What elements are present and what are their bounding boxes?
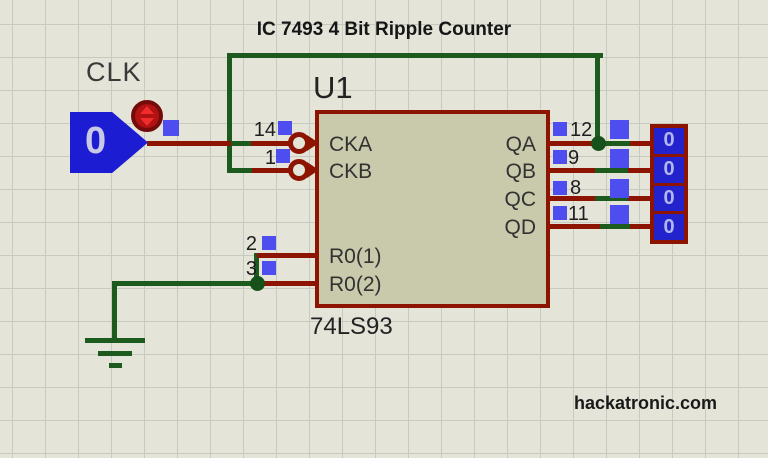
ic-u1[interactable]: CKA CKB QA QB QC QD R0(1) R0(2) [315,110,550,308]
wire-ckb-1[interactable] [230,168,252,173]
pin-number-11: 11 [568,203,589,225]
logic-probe-qb[interactable]: 0 [654,156,684,183]
wire-r02[interactable] [259,281,315,286]
wire-feedback-right-vertical[interactable] [595,53,600,145]
clock-pin-wedge-cka [307,135,319,151]
wire-qb-3[interactable] [628,168,652,173]
wire-qb-1[interactable] [550,168,595,173]
pin-number-2: 2 [245,233,257,255]
ic-reference: U1 [313,70,353,105]
clock-source-value: 0 [85,120,107,162]
wire-qd-1[interactable] [550,224,600,229]
pin-label-cka: CKA [329,133,373,156]
logic-state-indicator-ckb [276,149,290,163]
logic-state-indicator-qb-wire [610,149,629,168]
wire-r01[interactable] [257,253,315,258]
logic-state-indicator-qc-pin [553,181,567,195]
junction-dot-qa [591,136,606,151]
wire-feedback-left-vertical[interactable] [227,53,232,173]
pin-label-r01: R0(1) [329,245,382,268]
pin-label-qd: QD [504,216,537,239]
logic-probe-qa[interactable]: 0 [654,128,684,154]
watermark: hackatronic.com [574,393,718,413]
wire-qc-3[interactable] [628,196,652,201]
logic-state-indicator-qa-pin [553,122,567,136]
wire-qc-1[interactable] [550,196,595,201]
logic-state-indicator-cka [278,121,292,135]
wire-qd-3[interactable] [630,224,652,229]
pin-label-qc: QC [504,188,537,211]
wire-clk-cka-2[interactable] [231,141,251,146]
ground-bar-middle [98,351,132,356]
pin-number-8: 8 [570,177,582,199]
ic-part-number: 74LS93 [310,313,393,340]
wire-qa-2[interactable] [605,141,630,146]
wire-ground-horizontal[interactable] [112,281,258,286]
logic-state-indicator-qd-pin [553,206,567,220]
logic-state-indicator-qc-wire [610,179,629,198]
pin-number-12: 12 [570,119,593,141]
schematic-title: IC 7493 4 Bit Ripple Counter [256,19,512,40]
pin-number-14: 14 [253,119,276,141]
wire-feedback-top[interactable] [227,53,603,58]
logic-state-indicator-r02 [262,261,276,275]
logic-probe-qd[interactable]: 0 [654,214,684,240]
logic-probe-stack[interactable]: 0 0 0 0 [650,124,688,244]
junction-dot-reset [250,276,265,291]
wire-qd-2[interactable] [600,224,630,229]
logic-state-indicator-clk [163,120,179,136]
pin-label-qa: QA [505,133,536,156]
logic-state-indicator-qa-wire [610,120,629,139]
wire-qb-2[interactable] [595,168,628,173]
logic-state-indicator-qb-pin [553,150,567,164]
pin-label-qb: QB [505,160,536,183]
ground-bar-bottom [109,363,122,368]
wire-qa-1[interactable] [550,141,605,146]
wire-reset-link-vertical[interactable] [254,253,259,285]
clock-pin-wedge-ckb [307,162,319,178]
pin-number-3: 3 [245,258,257,280]
wire-qc-2[interactable] [595,196,628,201]
logic-state-indicator-qd-wire [610,205,629,224]
clock-toggle-icon[interactable] [131,100,163,132]
logic-probe-qc[interactable]: 0 [654,185,684,212]
arrow-up-icon [140,106,154,114]
wire-ground-vertical[interactable] [112,281,117,341]
arrow-down-icon [140,118,154,126]
pin-number-9: 9 [568,147,580,169]
pin-label-r02: R0(2) [329,273,382,296]
wire-qa-3[interactable] [630,141,652,146]
pin-number-1: 1 [264,147,276,169]
wire-clk-cka-1[interactable] [147,141,231,146]
clk-label: CLK [86,57,142,87]
pin-label-ckb: CKB [329,160,373,183]
wire-ckb-2[interactable] [252,168,292,173]
wire-clk-cka-3[interactable] [251,141,292,146]
ground-bar-top [85,338,145,343]
logic-state-indicator-r01 [262,236,276,250]
